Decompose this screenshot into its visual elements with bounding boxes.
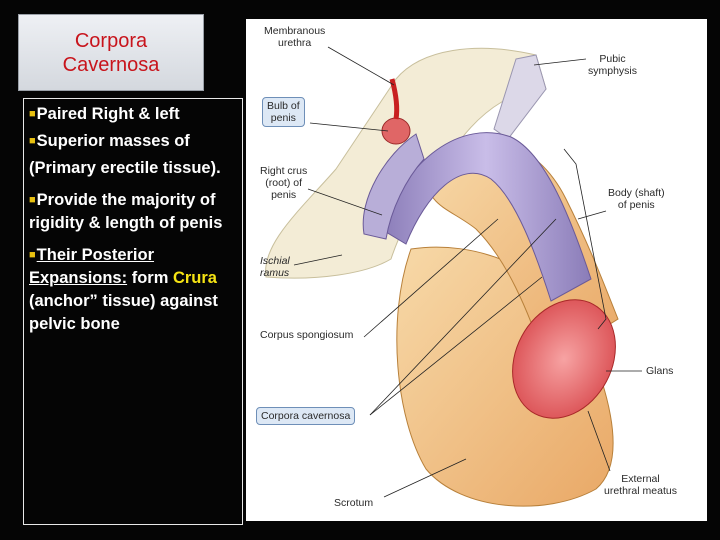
label-line: Body (shaft) <box>608 187 665 199</box>
label-bulb-of-penis: Bulb of penis <box>262 97 305 127</box>
label-line: External <box>621 473 660 485</box>
label-corpora-cavernosa: Corpora cavernosa <box>256 407 356 425</box>
label-line: (root) of <box>265 177 303 189</box>
label-line: Right crus <box>260 165 308 177</box>
label-line: Membranous <box>264 25 326 37</box>
bullet-4-end: (anchor” tissue) against pelvic bone <box>29 292 218 333</box>
label-line: Bulb of <box>267 100 300 112</box>
bullet-1: ■Paired Right & left <box>29 103 236 126</box>
label-line: ramus <box>260 267 290 279</box>
label-glans: Glans <box>646 365 674 377</box>
label-line: symphysis <box>588 65 638 77</box>
label-line: of penis <box>617 199 655 211</box>
bullet-square-icon: ■ <box>29 194 36 206</box>
label-right-crus: Right crus (root) of penis <box>260 165 307 201</box>
crus-shape <box>362 133 425 240</box>
label-pubic-symphysis: Pubic symphysis <box>588 53 637 77</box>
label-body-shaft: Body (shaft) of penis <box>608 187 665 211</box>
label-line: penis <box>270 112 296 124</box>
urethra-shape <box>389 78 400 120</box>
bullet-3: ■Provide the majority of rigidity & leng… <box>29 189 236 235</box>
bullet-2: ■Superior masses of <box>29 130 236 153</box>
label-line: urethra <box>278 37 312 49</box>
corpora-cavernosa-shape <box>380 132 592 302</box>
label-line: Pubic <box>599 53 626 65</box>
label-ischial-ramus: Ischial ramus <box>260 255 290 279</box>
bullet-4-highlight: Crura <box>172 269 217 287</box>
anatomy-figure: Membranous urethra Pubic symphysis Bulb … <box>246 19 707 521</box>
slide-title: Corpora Cavernosa <box>18 14 204 91</box>
bullet-list: ■Paired Right & left ■Superior masses of… <box>23 98 243 525</box>
anatomy-illustration <box>265 46 642 507</box>
bullet-square-icon: ■ <box>29 135 36 147</box>
bullet-4: ■Their Posterior Expansions: form Crura … <box>29 244 236 336</box>
label-corpus-spongiosum: Corpus spongiosum <box>260 329 354 341</box>
pubic-symphysis-shape <box>493 54 547 140</box>
label-external-urethral-meatus: External urethral meatus <box>604 473 677 497</box>
bullet-4-rest: form <box>127 269 173 287</box>
bullet-square-icon: ■ <box>29 249 36 261</box>
glans-shape <box>512 299 616 419</box>
label-scrotum: Scrotum <box>334 497 374 509</box>
bullet-2-continuation: (Primary erectile tissue). <box>29 159 221 177</box>
title-line-2: Cavernosa <box>62 53 160 76</box>
bullet-square-icon: ■ <box>29 108 36 120</box>
bullet-4-underlined: Their Posterior Expansions: <box>29 246 155 287</box>
label-membranous-urethra: Membranous urethra <box>264 25 325 49</box>
label-line: urethral meatus <box>604 485 677 497</box>
bullet-1-text: Paired Right & left <box>36 105 180 123</box>
leader-lines <box>293 46 642 498</box>
label-line: Ischial <box>260 255 290 267</box>
bullet-3-text: Provide the majority of rigidity & lengt… <box>29 191 223 232</box>
bullet-2-text: Superior masses of <box>36 132 190 150</box>
label-line: penis <box>271 189 297 201</box>
title-line-1: Corpora <box>74 29 148 52</box>
